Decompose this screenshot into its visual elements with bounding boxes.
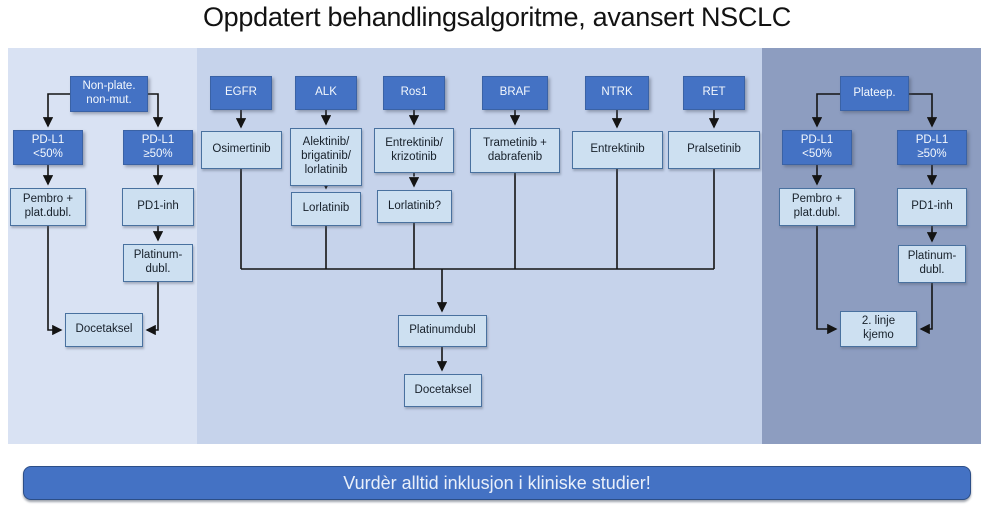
clinical-studies-banner: Vurdèr alltid inklusjon i kliniske studi…	[23, 466, 971, 500]
node-right-pd1-inh: PD1-inh	[897, 188, 967, 226]
node-right-platinum-dubl: Platinum- dubl.	[898, 245, 966, 283]
node-gene-alk: ALK	[295, 76, 357, 110]
node-drug-osimertinib: Osimertinib	[201, 131, 282, 169]
node-second-line-kjemo: 2. linje kjemo	[840, 311, 917, 347]
node-non-plate-non-mut: Non-plate. non-mut.	[70, 76, 148, 112]
node-drug-entrektinib-krizotinib: Entrektinib/ krizotinib	[374, 128, 454, 173]
node-middle-docetaksel: Docetaksel	[404, 374, 482, 407]
node-drug-lorlatinib-question: Lorlatinib?	[377, 190, 452, 223]
node-left-pd1-inh: PD1-inh	[122, 188, 194, 226]
node-middle-platinumdubl: Platinumdubl	[398, 315, 487, 347]
node-left-docetaksel: Docetaksel	[65, 313, 143, 347]
node-gene-egfr: EGFR	[210, 76, 272, 110]
node-left-pembro-platdubl: Pembro + plat.dubl.	[10, 188, 86, 226]
node-left-platinum-dubl: Platinum- dubl.	[123, 244, 193, 282]
node-gene-ret: RET	[683, 76, 745, 110]
node-right-pembro-platdubl: Pembro + plat.dubl.	[779, 188, 855, 226]
node-right-pdl1-low: PD-L1 <50%	[782, 130, 852, 165]
node-left-pdl1-low: PD-L1 <50%	[13, 130, 83, 165]
node-drug-trametinib-dabrafenib: Trametinib + dabrafenib	[470, 128, 560, 173]
node-drug-entrektinib: Entrektinib	[572, 131, 663, 169]
clinical-studies-banner-text: Vurdèr alltid inklusjon i kliniske studi…	[343, 472, 651, 493]
node-drug-lorlatinib: Lorlatinib	[291, 192, 361, 226]
node-gene-ntrk: NTRK	[585, 76, 649, 110]
node-left-pdl1-high: PD-L1 ≥50%	[123, 130, 193, 165]
node-plateep: Plateep.	[840, 76, 909, 111]
node-drug-pralsetinib: Pralsetinib	[668, 131, 760, 169]
page-title: Oppdatert behandlingsalgoritme, avansert…	[202, 2, 792, 32]
node-drug-alektinib-brigatinib-lorlatinib: Alektinib/ brigatinib/ lorlatinib	[290, 128, 362, 186]
node-gene-braf: BRAF	[482, 76, 548, 110]
node-right-pdl1-high: PD-L1 ≥50%	[897, 130, 967, 165]
node-gene-ros1: Ros1	[383, 76, 445, 110]
